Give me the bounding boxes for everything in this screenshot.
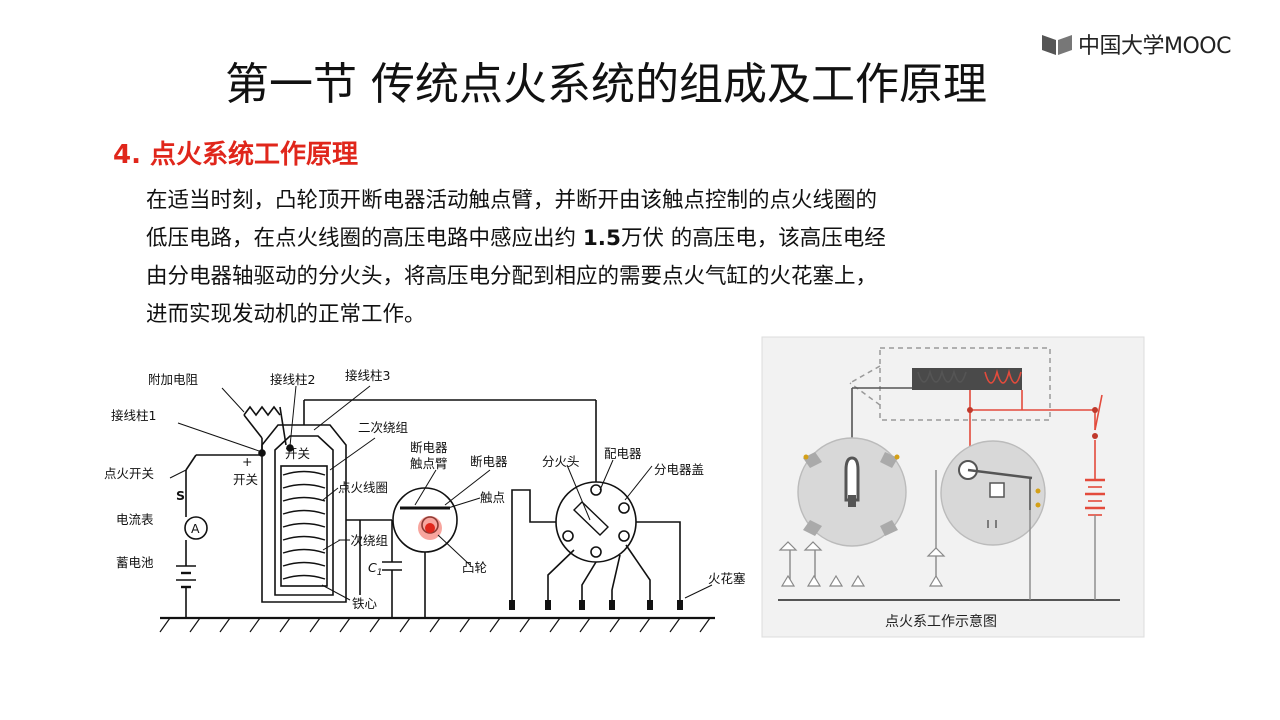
label-cap: 分电器盖 [654,462,704,477]
label-ammeter: 电流表 [116,512,154,527]
label-core: 铁心 [352,596,378,611]
body-paragraph: 在适当时刻，凸轮顶开断电器活动触点臂，并断开由该触点控制的点火线圈的 低压电路，… [146,182,1146,334]
logo-text: 中国大学MOOC [1078,34,1231,59]
label-resistor: 附加电阻 [148,372,199,387]
label-s: S [176,488,185,503]
label-breaker-arm-1: 断电器 [410,440,448,455]
label-switch-plus: + [242,454,252,469]
label-ammeter-a: A [191,521,200,536]
paragraph-line-2-pre: 低压电路，在点火线圈的高压电路中感应出约 [146,226,583,251]
label-c1-sub: 1 [377,568,383,578]
label-spark-plug: 火花塞 [708,571,745,586]
label-ignition-switch: 点火开关 [104,466,154,481]
paragraph-line-1: 在适当时刻，凸轮顶开断电器活动触点臂，并断开由该触点控制的点火线圈的 [146,188,878,213]
paragraph-line-2-post: 万伏 的高压电，该高压电经 [620,226,886,251]
label-breaker: 断电器 [470,454,508,469]
ignition-schematic-diagram: 点火系工作示意图 [761,336,1145,638]
label-primary: 一次绕组 [338,533,388,548]
label-terminal3: 接线柱3 [345,368,390,383]
cam-dot [425,523,435,533]
voltage-value: 1.5 [582,226,621,251]
label-battery: 蓄电池 [116,555,154,570]
label-contact: 触点 [480,490,505,505]
label-c1-letter: C [368,560,377,575]
label-switch-top: 开关 [285,446,310,461]
label-rotor: 分火头 [542,454,580,469]
label-terminal1: 接线柱1 [111,408,156,423]
label-switch-left: 开关 [233,472,258,487]
paragraph-line-4: 进而实现发动机的正常工作。 [146,302,426,327]
mooc-book-icon [1042,35,1072,55]
page-title: 第一节 传统点火系统的组成及工作原理 [225,59,987,110]
section-heading: 4. 点火系统工作原理 [113,140,359,170]
ignition-circuit-diagram: 附加电阻 接线柱1 接线柱2 接线柱3 点火开关 + 开关 开关 S 电流表 A… [104,368,745,633]
label-distributor: 配电器 [604,446,642,461]
label-breaker-arm-2: 触点臂 [410,456,448,471]
paragraph-line-3: 由分电器轴驱动的分火头，将高压电分配到相应的需要点火气缸的火花塞上， [146,264,878,289]
label-cam: 凸轮 [462,560,487,575]
label-secondary: 二次绕组 [358,420,408,435]
label-c1: C1 [368,560,382,578]
label-coil: 点火线圈 [338,480,388,495]
label-terminal2: 接线柱2 [270,372,315,387]
mooc-logo: 中国大学MOOC [1040,28,1231,60]
schematic-caption: 点火系工作示意图 [885,613,997,630]
paragraph-line-2: 低压电路，在点火线圈的高压电路中感应出约 1.5万伏 的高压电，该高压电经 [146,220,1146,258]
